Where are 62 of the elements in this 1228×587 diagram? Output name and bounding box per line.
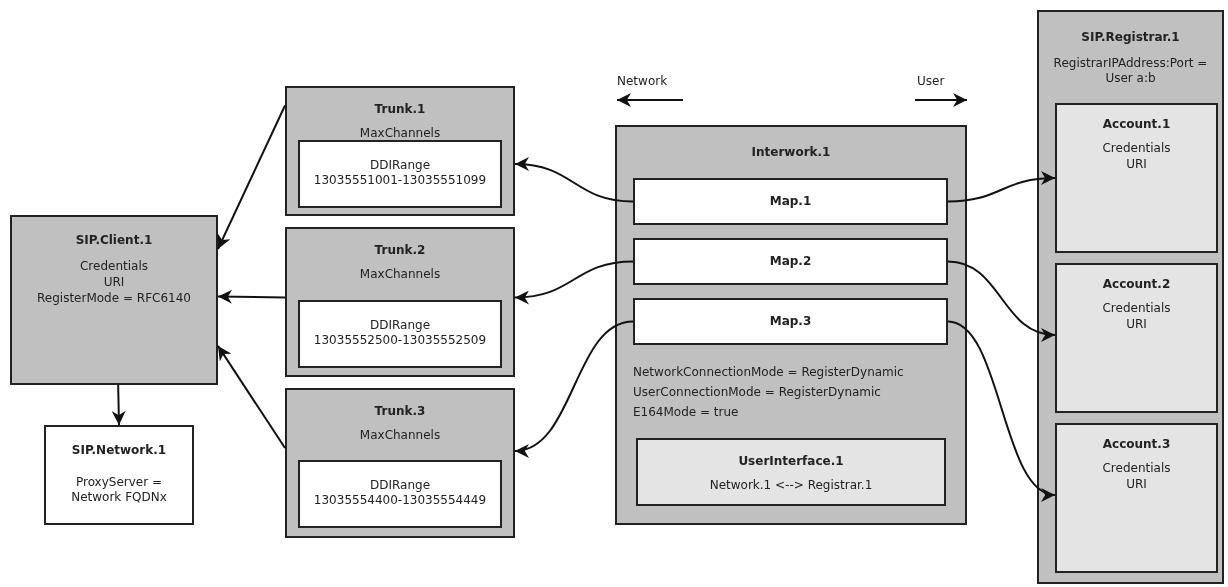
node-title: SIP.Network.1 [70, 443, 168, 458]
arrow [217, 289, 286, 304]
node-title: SIP.Registrar.1 [1080, 30, 1181, 45]
node-text: Credentials [1101, 461, 1172, 476]
account-box [1055, 263, 1218, 413]
node-title: Interwork.1 [750, 145, 832, 160]
node-text: URI [1125, 157, 1148, 172]
map-box [633, 238, 948, 285]
range-box [298, 300, 502, 368]
node-title: Account.1 [1101, 117, 1172, 132]
node-text: Network.1 <--> Registrar.1 [708, 478, 874, 493]
node-text: ProxyServer = Network FQDNx [70, 475, 168, 505]
map-box [633, 298, 948, 345]
node-title: Map.1 [768, 194, 813, 209]
node-title: UserInterface.1 [737, 454, 845, 469]
node-text: Credentials [79, 259, 149, 274]
interface-box [636, 438, 946, 506]
node-title: Trunk.1 [373, 102, 427, 117]
node-text: RegistrarIPAddress:Port = User a:b [1052, 56, 1209, 86]
trunk-box [285, 86, 515, 216]
node-text: Credentials [1101, 141, 1172, 156]
arrow [217, 104, 286, 250]
direction-label: Network [617, 74, 668, 88]
node-text: MaxChannels [358, 126, 442, 141]
arrow [947, 260, 1056, 341]
node-title: Map.3 [768, 314, 813, 329]
node-text: Credentials [1101, 301, 1172, 316]
account-box [1055, 423, 1218, 573]
node-title: Account.3 [1101, 437, 1172, 452]
node-text: NetworkConnectionMode = RegisterDynamic [633, 365, 904, 380]
range-box [298, 460, 502, 528]
node-text: DDIRange 13035554400-13035554449 [312, 478, 488, 508]
arrow [217, 344, 286, 449]
node-text: URI [1125, 317, 1148, 332]
direction-label: User [917, 74, 945, 88]
node-title: Trunk.2 [373, 243, 427, 258]
node-text: UserConnectionMode = RegisterDynamic [633, 385, 881, 400]
arrow [514, 260, 634, 304]
arrow [111, 384, 126, 426]
node-text: MaxChannels [358, 428, 442, 443]
node-title: SIP.Client.1 [74, 233, 154, 248]
node-text: URI [102, 275, 126, 290]
client-box [10, 215, 218, 385]
arrow [947, 171, 1056, 203]
interwork-box [615, 125, 967, 525]
trunk-box [285, 227, 515, 377]
node-text: E164Mode = true [633, 405, 739, 420]
node-text: RegisterMode = RFC6140 [36, 291, 192, 306]
node-text: DDIRange 13035551001-13035551099 [312, 158, 488, 188]
node-text: URI [1125, 477, 1148, 492]
node-text: MaxChannels [358, 267, 442, 282]
arrow [514, 157, 634, 203]
node-title: Trunk.3 [373, 404, 427, 419]
network-box [44, 425, 194, 525]
node-title: Account.2 [1101, 277, 1172, 292]
registrar-box [1037, 10, 1224, 584]
node-title: Map.2 [768, 254, 813, 269]
account-box [1055, 103, 1218, 253]
node-text: DDIRange 13035552500-13035552509 [312, 318, 488, 348]
map-box [633, 178, 948, 225]
range-box [298, 140, 502, 208]
trunk-box [285, 388, 515, 538]
